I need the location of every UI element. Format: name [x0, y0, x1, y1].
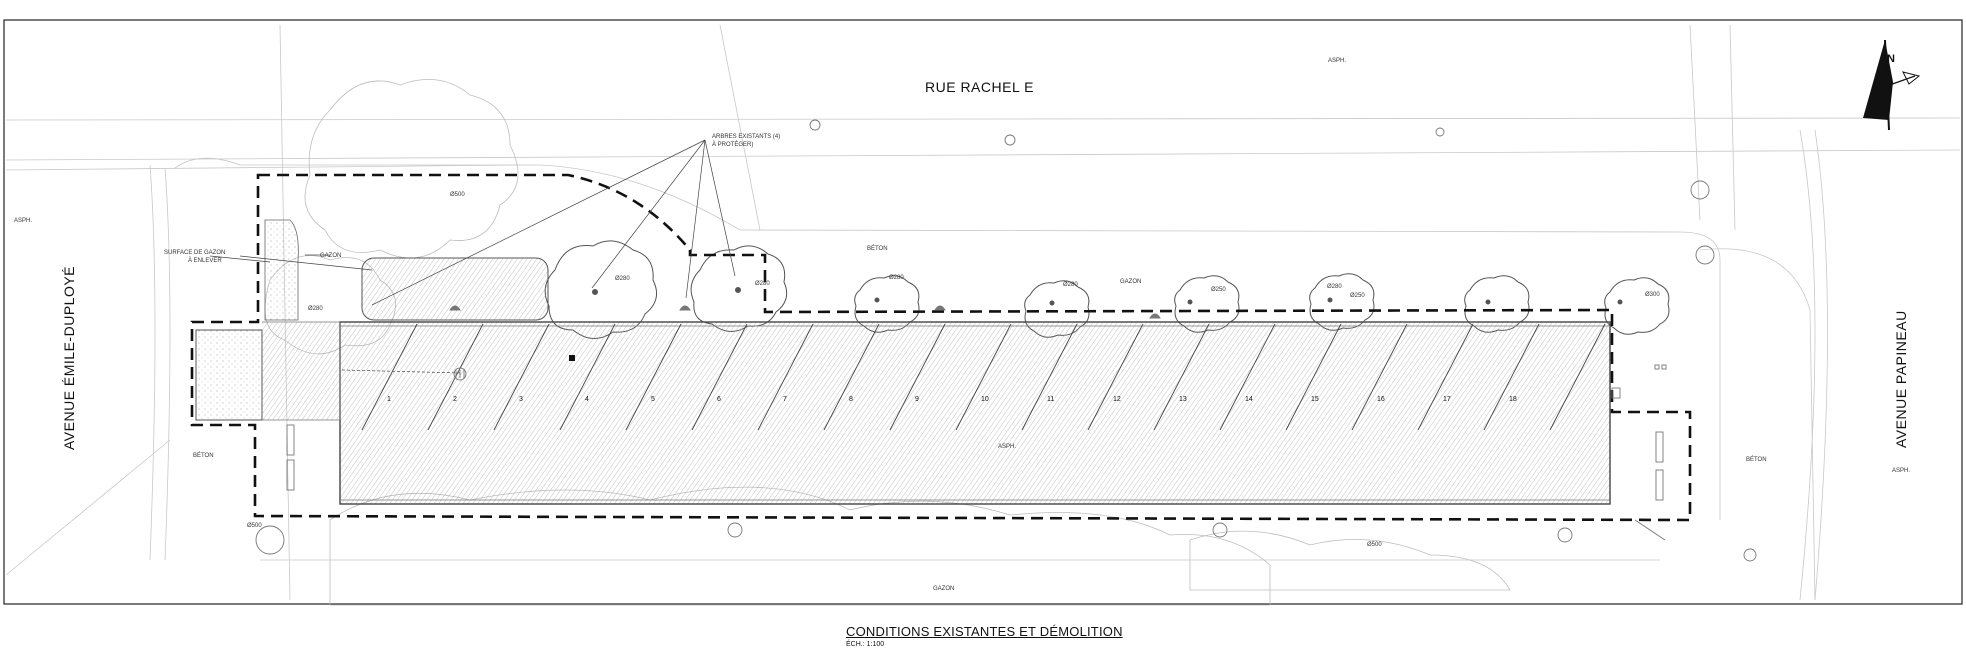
tree-diameter-label: Ø280: [889, 275, 904, 281]
parking-space-number: 9: [915, 396, 919, 403]
tree-diameter-labels: Ø500 Ø280 Ø280 Ø280 Ø280 Ø280 Ø250 Ø280 …: [247, 192, 1660, 548]
note-grass-removal-1: SURFACE DE GAZON: [164, 250, 225, 256]
tree-diameter-label: Ø280: [615, 276, 630, 282]
parking-space-number: 12: [1113, 396, 1121, 403]
survey-symbols: [255, 119, 1757, 562]
street-name-east: AVENUE PAPINEAU: [1893, 310, 1909, 448]
parking-space-number: 16: [1377, 396, 1385, 403]
existing-trees: [544, 240, 1670, 339]
parking-lot: [262, 321, 1611, 505]
tree-diameter-label: Ø280: [1063, 282, 1078, 288]
label-beton-right: BÉTON: [1746, 456, 1767, 463]
tree-diameter-label: Ø250: [1350, 293, 1365, 299]
label-gazon-bottom: GAZON: [933, 586, 954, 592]
parking-space-number: 14: [1245, 396, 1253, 403]
parking-space-number: 15: [1311, 396, 1319, 403]
concrete-pad: [195, 329, 263, 421]
stall-line: [1219, 323, 1276, 431]
survey-linework: [5, 24, 1961, 601]
tree: [1309, 273, 1375, 331]
stall-line: [1087, 323, 1144, 431]
label-asph-left: ASPH.: [14, 218, 32, 224]
stall-line: [493, 323, 550, 431]
demolition-boundary: [190, 173, 1692, 522]
parking-space-number: 13: [1179, 396, 1187, 403]
north-arrow-letter: N: [1887, 53, 1895, 65]
stall-line: [1021, 323, 1078, 431]
tree-diameter-label: Ø250: [1211, 287, 1226, 293]
stall-line: [1351, 323, 1408, 431]
label-beton-top: BÉTON: [867, 245, 888, 252]
label-beton-left: BÉTON: [193, 452, 214, 459]
stall-line: [1549, 323, 1606, 431]
stall-line: [427, 323, 484, 431]
tree-diameter-label: Ø500: [1367, 542, 1382, 548]
label-asph-center: ASPH.: [998, 444, 1016, 450]
tree-diameter-label: Ø500: [450, 192, 465, 198]
note-grass-removal-2: À ENLEVER: [188, 257, 222, 264]
stall-line: [625, 323, 682, 431]
tree: [544, 240, 658, 339]
street-name-west: AVENUE ÉMILE-DUPLOYÉ: [61, 266, 77, 450]
parking-stall-lines: [361, 323, 1606, 431]
stall-line: [823, 323, 880, 431]
note-trees-existing-2: À PROTÉGER): [712, 141, 753, 148]
drawing-title: CONDITIONS EXISTANTES ET DÉMOLITION: [846, 624, 1123, 639]
sheet-frame: [3, 19, 1963, 605]
tree-diameter-label: Ø300: [1645, 292, 1660, 298]
grass-strip-left: [264, 219, 299, 321]
parking-space-number: 8: [849, 396, 853, 403]
stall-line: [1483, 323, 1540, 431]
grass-removal-area: [361, 257, 549, 321]
parking-space-number: 17: [1443, 396, 1451, 403]
label-asph-right: ASPH.: [1892, 468, 1910, 474]
tree-diameter-label: Ø280: [1327, 284, 1342, 290]
stall-line: [955, 323, 1012, 431]
stall-line: [691, 323, 748, 431]
label-gazon-2: GAZON: [1120, 279, 1141, 285]
drawing-scale: ÉCH.: 1:100: [846, 641, 885, 648]
stall-line: [1153, 323, 1210, 431]
asphalt-surface: [339, 321, 1611, 505]
parking-space-number: 2: [453, 396, 457, 403]
stall-line: [1285, 323, 1342, 431]
tree-diameter-label: Ø500: [247, 523, 262, 529]
north-arrow: N: [1863, 39, 1921, 131]
parking-space-number: 7: [783, 396, 787, 403]
tree-diameter-label: Ø280: [308, 306, 323, 312]
parking-space-number: 1: [387, 396, 391, 403]
parking-space-number: 5: [651, 396, 655, 403]
tree: [690, 245, 788, 332]
annotations: ARBRES EXISTANTS (4) À PROTÉGER) SURFACE…: [14, 58, 1910, 592]
parking-space-number: 18: [1509, 396, 1517, 403]
stall-line: [757, 323, 814, 431]
leader-lines: [209, 139, 736, 374]
drawing-caption: CONDITIONS EXISTANTES ET DÉMOLITION ÉCH.…: [846, 624, 1123, 648]
label-gazon-1: GAZON: [320, 253, 341, 259]
parking-space-number: 4: [585, 396, 589, 403]
stall-line: [889, 323, 946, 431]
note-trees-existing-1: ARBRES EXISTANTS (4): [712, 134, 780, 140]
parking-space-number: 6: [717, 396, 721, 403]
stall-line: [559, 323, 616, 431]
grass-areas: [195, 219, 549, 421]
tree: [1604, 277, 1670, 335]
parking-space-number: 11: [1047, 396, 1054, 403]
stall-line: [1417, 323, 1474, 431]
parking-space-number: 10: [981, 396, 989, 403]
parking-space-number: 3: [519, 396, 523, 403]
street-name-north: RUE RACHEL E: [925, 79, 1034, 95]
stall-line: [361, 323, 418, 431]
label-asph-top: ASPH.: [1328, 58, 1346, 64]
tree-diameter-label: Ø280: [755, 281, 770, 287]
